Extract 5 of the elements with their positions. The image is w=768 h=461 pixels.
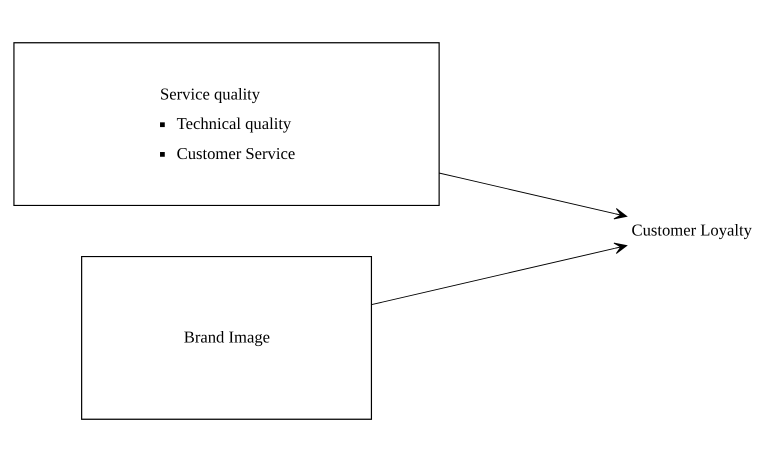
node-box: Service quality Technical quality Customer Service bbox=[12, 42, 440, 206]
arrow bbox=[438, 172, 627, 219]
node-text: Customer Loyalty bbox=[631, 220, 752, 239]
arrow bbox=[370, 242, 627, 305]
node-box: Brand Image bbox=[80, 255, 372, 420]
